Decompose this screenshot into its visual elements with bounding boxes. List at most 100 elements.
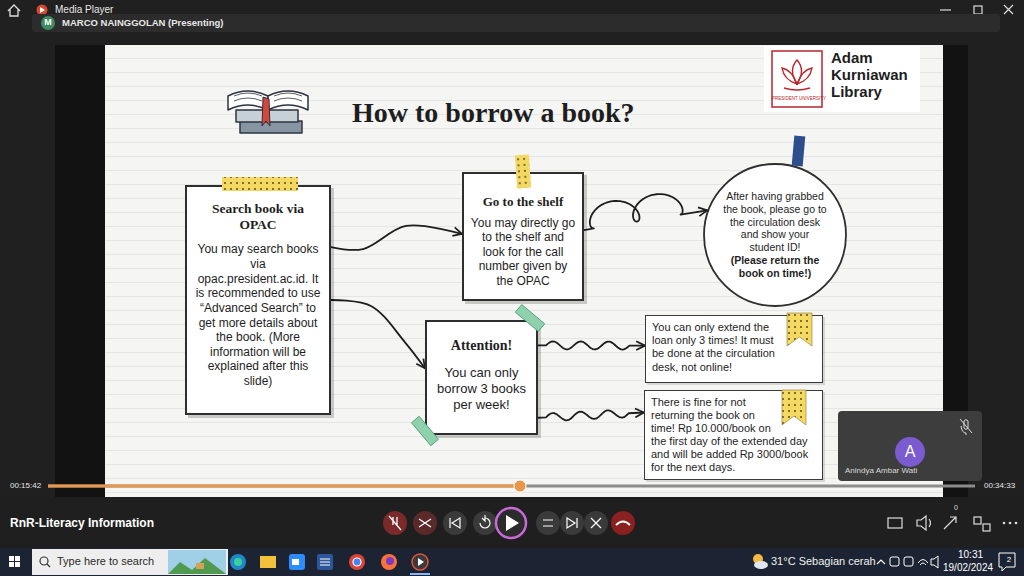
- control-bar: [480, 515, 490, 528]
- title-bar: [974, 6, 982, 14]
- box-text: (Please return the book on time!): [723, 254, 827, 279]
- control-bar: [473, 511, 497, 535]
- slide-background: [105, 45, 943, 498]
- process-box: Search book via OPAC You may search books…: [185, 185, 331, 415]
- slide-background: [105, 45, 943, 498]
- taskbar: [168, 550, 226, 574]
- presenter-name: MARCO NAINGGOLAN (Presenting): [62, 17, 224, 28]
- flow-arrow: [538, 410, 644, 420]
- taskbar: [754, 561, 768, 569]
- taskbar: [320, 559, 330, 565]
- title-bar: [940, 9, 951, 10]
- presenter-strip: [32, 14, 1000, 32]
- box-heading: Go to the shelf: [470, 194, 576, 210]
- control-bar: [888, 518, 902, 528]
- time-total: 00:34:33: [984, 481, 1015, 491]
- search-placeholder: Type here to search: [57, 555, 154, 568]
- library-logo: [772, 51, 822, 107]
- control-bar: [413, 511, 437, 535]
- media-title: RnR-Literacy Information: [10, 516, 154, 530]
- badge-count: 0: [951, 504, 961, 512]
- book-illustration: [262, 97, 270, 126]
- book-illustration: [228, 91, 308, 133]
- participant-tile: [838, 411, 982, 481]
- taskbar: [410, 573, 430, 575]
- decor-tape: [782, 390, 806, 425]
- taskbar: [15, 562, 20, 567]
- box-text: You can only extend the loan only 3 time…: [652, 321, 816, 374]
- library-logo: [782, 68, 812, 84]
- participant-name: Anindya Ambar Wati: [845, 466, 917, 476]
- taskbar: [904, 557, 913, 566]
- process-box: Attention!You can only borrow 3 books pe…: [425, 320, 538, 435]
- circle-node: After having grabbed the book, please go…: [703, 163, 847, 307]
- taskbar: [9, 562, 14, 567]
- box-text: You may search books via opac.president.…: [194, 242, 322, 388]
- participant-tile: [895, 437, 925, 467]
- logo-subtext: PRESIDENT UNIVERSITY: [772, 96, 822, 101]
- decor-tape: [787, 313, 812, 346]
- taskbar: [877, 560, 885, 564]
- taskbar: [353, 558, 361, 566]
- timeline: [48, 485, 520, 488]
- control-bar: [419, 519, 431, 527]
- control-bar: [1015, 522, 1018, 525]
- library-logo: [793, 60, 802, 84]
- avatar-initial: M: [41, 17, 55, 28]
- title-bar: [8, 5, 20, 16]
- taskbar: [412, 554, 428, 570]
- library-logo: [764, 46, 920, 112]
- taskbar: [234, 558, 242, 566]
- box-text: After having grabbed the book, please go…: [723, 190, 827, 253]
- control-bar: [543, 520, 553, 526]
- decor-tape: [515, 305, 544, 332]
- taskbar: [386, 557, 394, 565]
- taskbar: [999, 553, 1015, 571]
- control-bar: [506, 515, 519, 531]
- participant-tile: [960, 419, 972, 435]
- control-bar: [983, 524, 990, 531]
- control-bar: [974, 517, 981, 524]
- taskbar: [9, 556, 14, 561]
- control-bar: [1009, 522, 1012, 525]
- control-bar: [560, 511, 584, 535]
- taskbar: [0, 548, 1024, 576]
- box-text: There is fine for not returning the book…: [651, 396, 816, 474]
- ribbon-space: [778, 396, 816, 428]
- title-bar: [37, 5, 48, 16]
- timeline: [514, 480, 526, 492]
- flow-arrow: [331, 300, 425, 368]
- control-bar: [567, 518, 577, 528]
- control-bar: [383, 511, 407, 535]
- library-logo: [784, 88, 810, 90]
- taskbar: [292, 559, 299, 565]
- taskbar: [40, 557, 48, 565]
- taskbar: [230, 554, 246, 570]
- clock-time: 10:31: [958, 549, 983, 561]
- flow-arrow: [584, 194, 707, 230]
- weather-text: 31°C Sebagian cerah: [771, 555, 876, 568]
- taskbar: [418, 558, 424, 566]
- decor-tape: [222, 136, 812, 446]
- window-frame: [55, 45, 968, 498]
- control-bar: [591, 518, 601, 528]
- title-bar: [40, 7, 45, 13]
- box-heading: Search book via OPAC: [194, 201, 322, 233]
- connector-group: [331, 194, 707, 420]
- ribbon-space: [783, 321, 816, 349]
- circle-outline: [704, 164, 846, 306]
- taskbar: [931, 556, 938, 568]
- decor-tape: [792, 136, 806, 167]
- box-heading: Attention!: [433, 338, 530, 355]
- flow-arrow: [538, 341, 645, 349]
- control-bar: [389, 516, 401, 530]
- slide-title: How to borrow a book?: [352, 96, 635, 130]
- note-box: You can only extend the loan only 3 time…: [645, 315, 823, 383]
- process-box: Go to the shelfYou may directly go to th…: [462, 172, 584, 301]
- control-bar: [450, 518, 460, 528]
- time-elapsed: 00:15:42: [10, 481, 41, 491]
- notification-count: 2: [1004, 555, 1014, 565]
- control-bar: [584, 511, 608, 535]
- book-illustration: [268, 91, 308, 110]
